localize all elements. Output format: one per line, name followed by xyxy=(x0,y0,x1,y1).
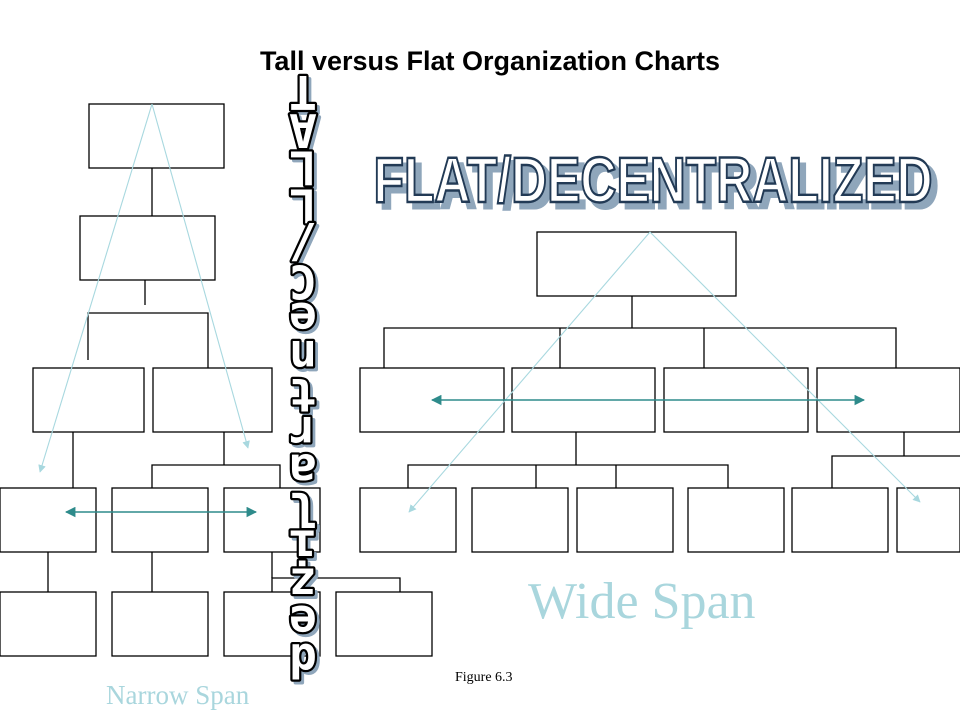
tall-guide-left xyxy=(38,103,153,473)
tall-box-level3-right xyxy=(152,367,273,433)
tall-banner-letter: e xyxy=(289,595,317,649)
span-guides xyxy=(38,103,921,513)
tall-box-level5 xyxy=(335,591,433,657)
tall-banner-letter-shadow: t xyxy=(292,371,320,425)
flat-box-level3 xyxy=(791,487,889,553)
tall-banner-letter: a xyxy=(289,444,317,498)
tall-banner-letter: / xyxy=(289,216,317,270)
tall-banner-letter: z xyxy=(289,557,317,611)
tall-box-level3-left xyxy=(32,367,145,433)
flat-box-top xyxy=(536,231,737,297)
tall-banner-letter-shadow: z xyxy=(292,560,320,614)
tall-connector xyxy=(87,312,209,368)
tall-banner-letter-shadow: n xyxy=(292,333,320,387)
page-title: Tall versus Flat Organization Charts xyxy=(259,46,721,76)
tall-banner-letter-shadow: i xyxy=(292,522,320,576)
tall-banner-letter: d xyxy=(289,633,317,687)
tall-banner-letter: i xyxy=(289,519,317,573)
span-arrows xyxy=(64,394,866,518)
flat-banner: FLAT/DECENTRALIZED FLAT/DECENTRALIZED xyxy=(372,144,939,224)
tall-box-level4 xyxy=(111,487,209,553)
tall-box-level4 xyxy=(0,487,97,553)
flat-banner-text: FLAT/DECENTRALIZED xyxy=(373,145,932,216)
tall-connector xyxy=(151,464,281,488)
tall-banner-letter-shadow: L xyxy=(292,144,320,198)
flat-box-level3 xyxy=(576,487,674,553)
narrow-span-label: Narrow Span xyxy=(106,680,250,710)
tall-box-level2 xyxy=(79,215,216,281)
tall-box-level5 xyxy=(223,591,321,657)
flat-box-level3 xyxy=(896,487,960,553)
tall-banner-letter: C xyxy=(289,254,317,308)
flat-banner-shadow: FLAT/DECENTRALIZED xyxy=(379,151,938,222)
flat-connector xyxy=(407,464,729,488)
tall-banner-letter-shadow: A xyxy=(292,106,320,160)
flat-guide-right xyxy=(649,231,921,503)
flat-chart xyxy=(359,231,960,553)
flat-box-level3 xyxy=(687,487,785,553)
tall-guide-right xyxy=(151,103,250,449)
tall-banner-letter: t xyxy=(289,368,317,422)
tall-banner-letter: n xyxy=(289,330,317,384)
tall-banner-letter: T xyxy=(289,65,317,119)
flat-box-level3 xyxy=(471,487,569,553)
tall-banner-letter: r xyxy=(289,406,317,460)
tall-banner-letter-shadow: C xyxy=(292,257,320,311)
tall-box-level5 xyxy=(0,591,97,657)
tall-banner-letter: L xyxy=(289,179,317,233)
tall-banner-letter-shadow: T xyxy=(292,68,320,122)
tall-box-level5 xyxy=(111,591,209,657)
tall-banner-letter-shadow: e xyxy=(292,295,320,349)
wide-span-label: Wide Span xyxy=(528,573,756,630)
tall-banner-letter-shadow: r xyxy=(292,409,320,463)
figure-label: Figure 6.3 xyxy=(455,670,513,685)
tall-banner-letter-shadow: d xyxy=(292,636,320,690)
tall-banner-letter-shadow: L xyxy=(292,182,320,236)
flat-connector xyxy=(383,327,897,368)
tall-chart xyxy=(0,103,433,657)
tall-banner-letter: e xyxy=(289,292,317,346)
tall-connector xyxy=(271,577,401,592)
flat-box-level3 xyxy=(359,487,457,553)
flat-connector xyxy=(831,455,960,488)
tall-banner-letter: l xyxy=(289,482,317,536)
tall-banner-letter: A xyxy=(289,103,317,157)
flat-guide-left xyxy=(408,231,651,513)
tall-banner-letter-shadow: e xyxy=(292,598,320,652)
tall-banner-letter-shadow: a xyxy=(292,447,320,501)
tall-banner-letter-shadow: l xyxy=(292,485,320,539)
tall-box-level1 xyxy=(88,103,225,169)
tall-banner-letter: L xyxy=(289,141,317,195)
tall-banner-letter-shadow: / xyxy=(292,219,320,273)
